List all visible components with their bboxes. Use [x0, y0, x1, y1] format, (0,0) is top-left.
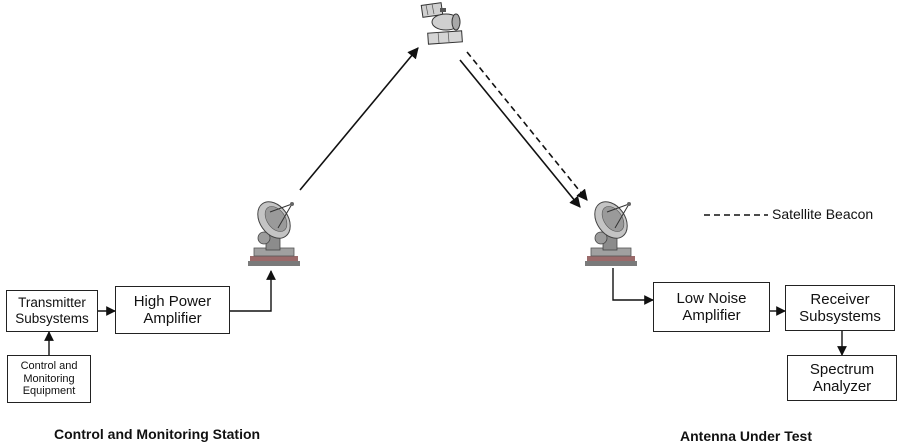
dish-antenna-icon: [248, 198, 300, 267]
antenna-under-test-caption: Antenna Under Test: [680, 428, 812, 444]
low-noise-amplifier-block: Low Noise Amplifier: [653, 282, 770, 332]
control-monitoring-equipment-block: Control and Monitoring Equipment: [7, 355, 91, 403]
legend-label: Satellite Beacon: [772, 206, 874, 222]
downlink-arrow: [459, 59, 581, 208]
antenna-to-lna-arrow: [612, 268, 654, 305]
receiver-subsystems-block: Receiver Subsystems: [785, 285, 895, 331]
high-power-amplifier-block: High Power Amplifier: [115, 286, 230, 334]
dish-antenna-icon: [585, 198, 637, 267]
station-caption: Control and Monitoring Station: [54, 426, 261, 442]
uplink-arrow: [299, 47, 419, 191]
satellite-icon: [420, 2, 463, 45]
beacon-arrow: [466, 51, 588, 201]
spectrum-analyzer-block: Spectrum Analyzer: [787, 355, 897, 401]
transmitter-subsystems-block: Transmitter Subsystems: [6, 290, 98, 332]
hpa-to-antenna-arrow: [230, 270, 276, 312]
